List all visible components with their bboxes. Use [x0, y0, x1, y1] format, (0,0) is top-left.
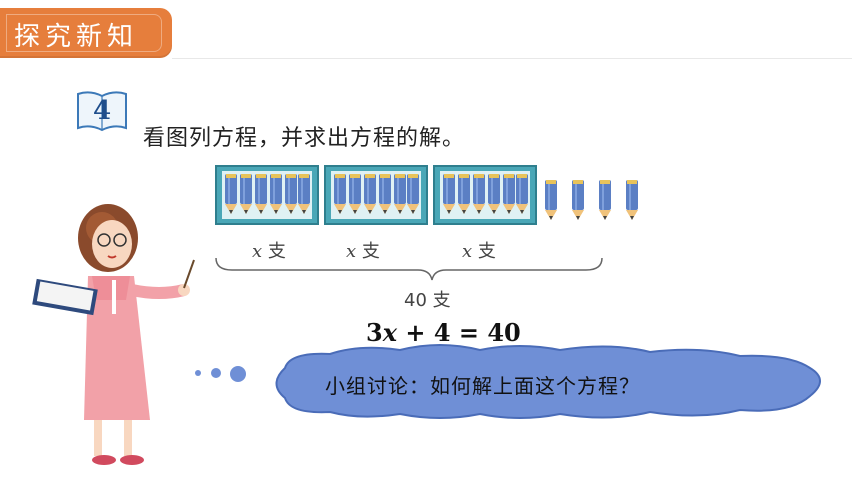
exercise-number: 4	[92, 96, 112, 126]
header-divider	[172, 58, 852, 59]
discussion-text: 小组讨论：如何解上面这个方程？	[325, 374, 640, 398]
section-tag: 探究新知	[0, 8, 172, 58]
loose-pencil-4	[626, 180, 638, 220]
pencil-box-1	[216, 166, 318, 224]
loose-pencil-2	[572, 180, 584, 220]
loose-pencil-1	[545, 180, 557, 220]
open-book-icon	[77, 91, 127, 132]
total-brace	[215, 257, 603, 281]
exercise-number-badge: 4	[74, 88, 130, 134]
pencil-box-2	[325, 166, 427, 224]
box-label-2: x 支	[346, 241, 380, 262]
discussion-cloud	[195, 344, 821, 419]
box-label-1: x 支	[252, 241, 286, 262]
loose-pencil-3	[599, 180, 611, 220]
teacher-illustration	[32, 204, 195, 465]
equation: 3x + 4 = 40	[366, 318, 521, 347]
pencil-box-3	[434, 166, 536, 224]
total-label: 40 支	[404, 290, 451, 311]
box-label-3: x 支	[462, 241, 496, 262]
exercise-instruction: 看图列方程，并求出方程的解。	[143, 126, 466, 151]
